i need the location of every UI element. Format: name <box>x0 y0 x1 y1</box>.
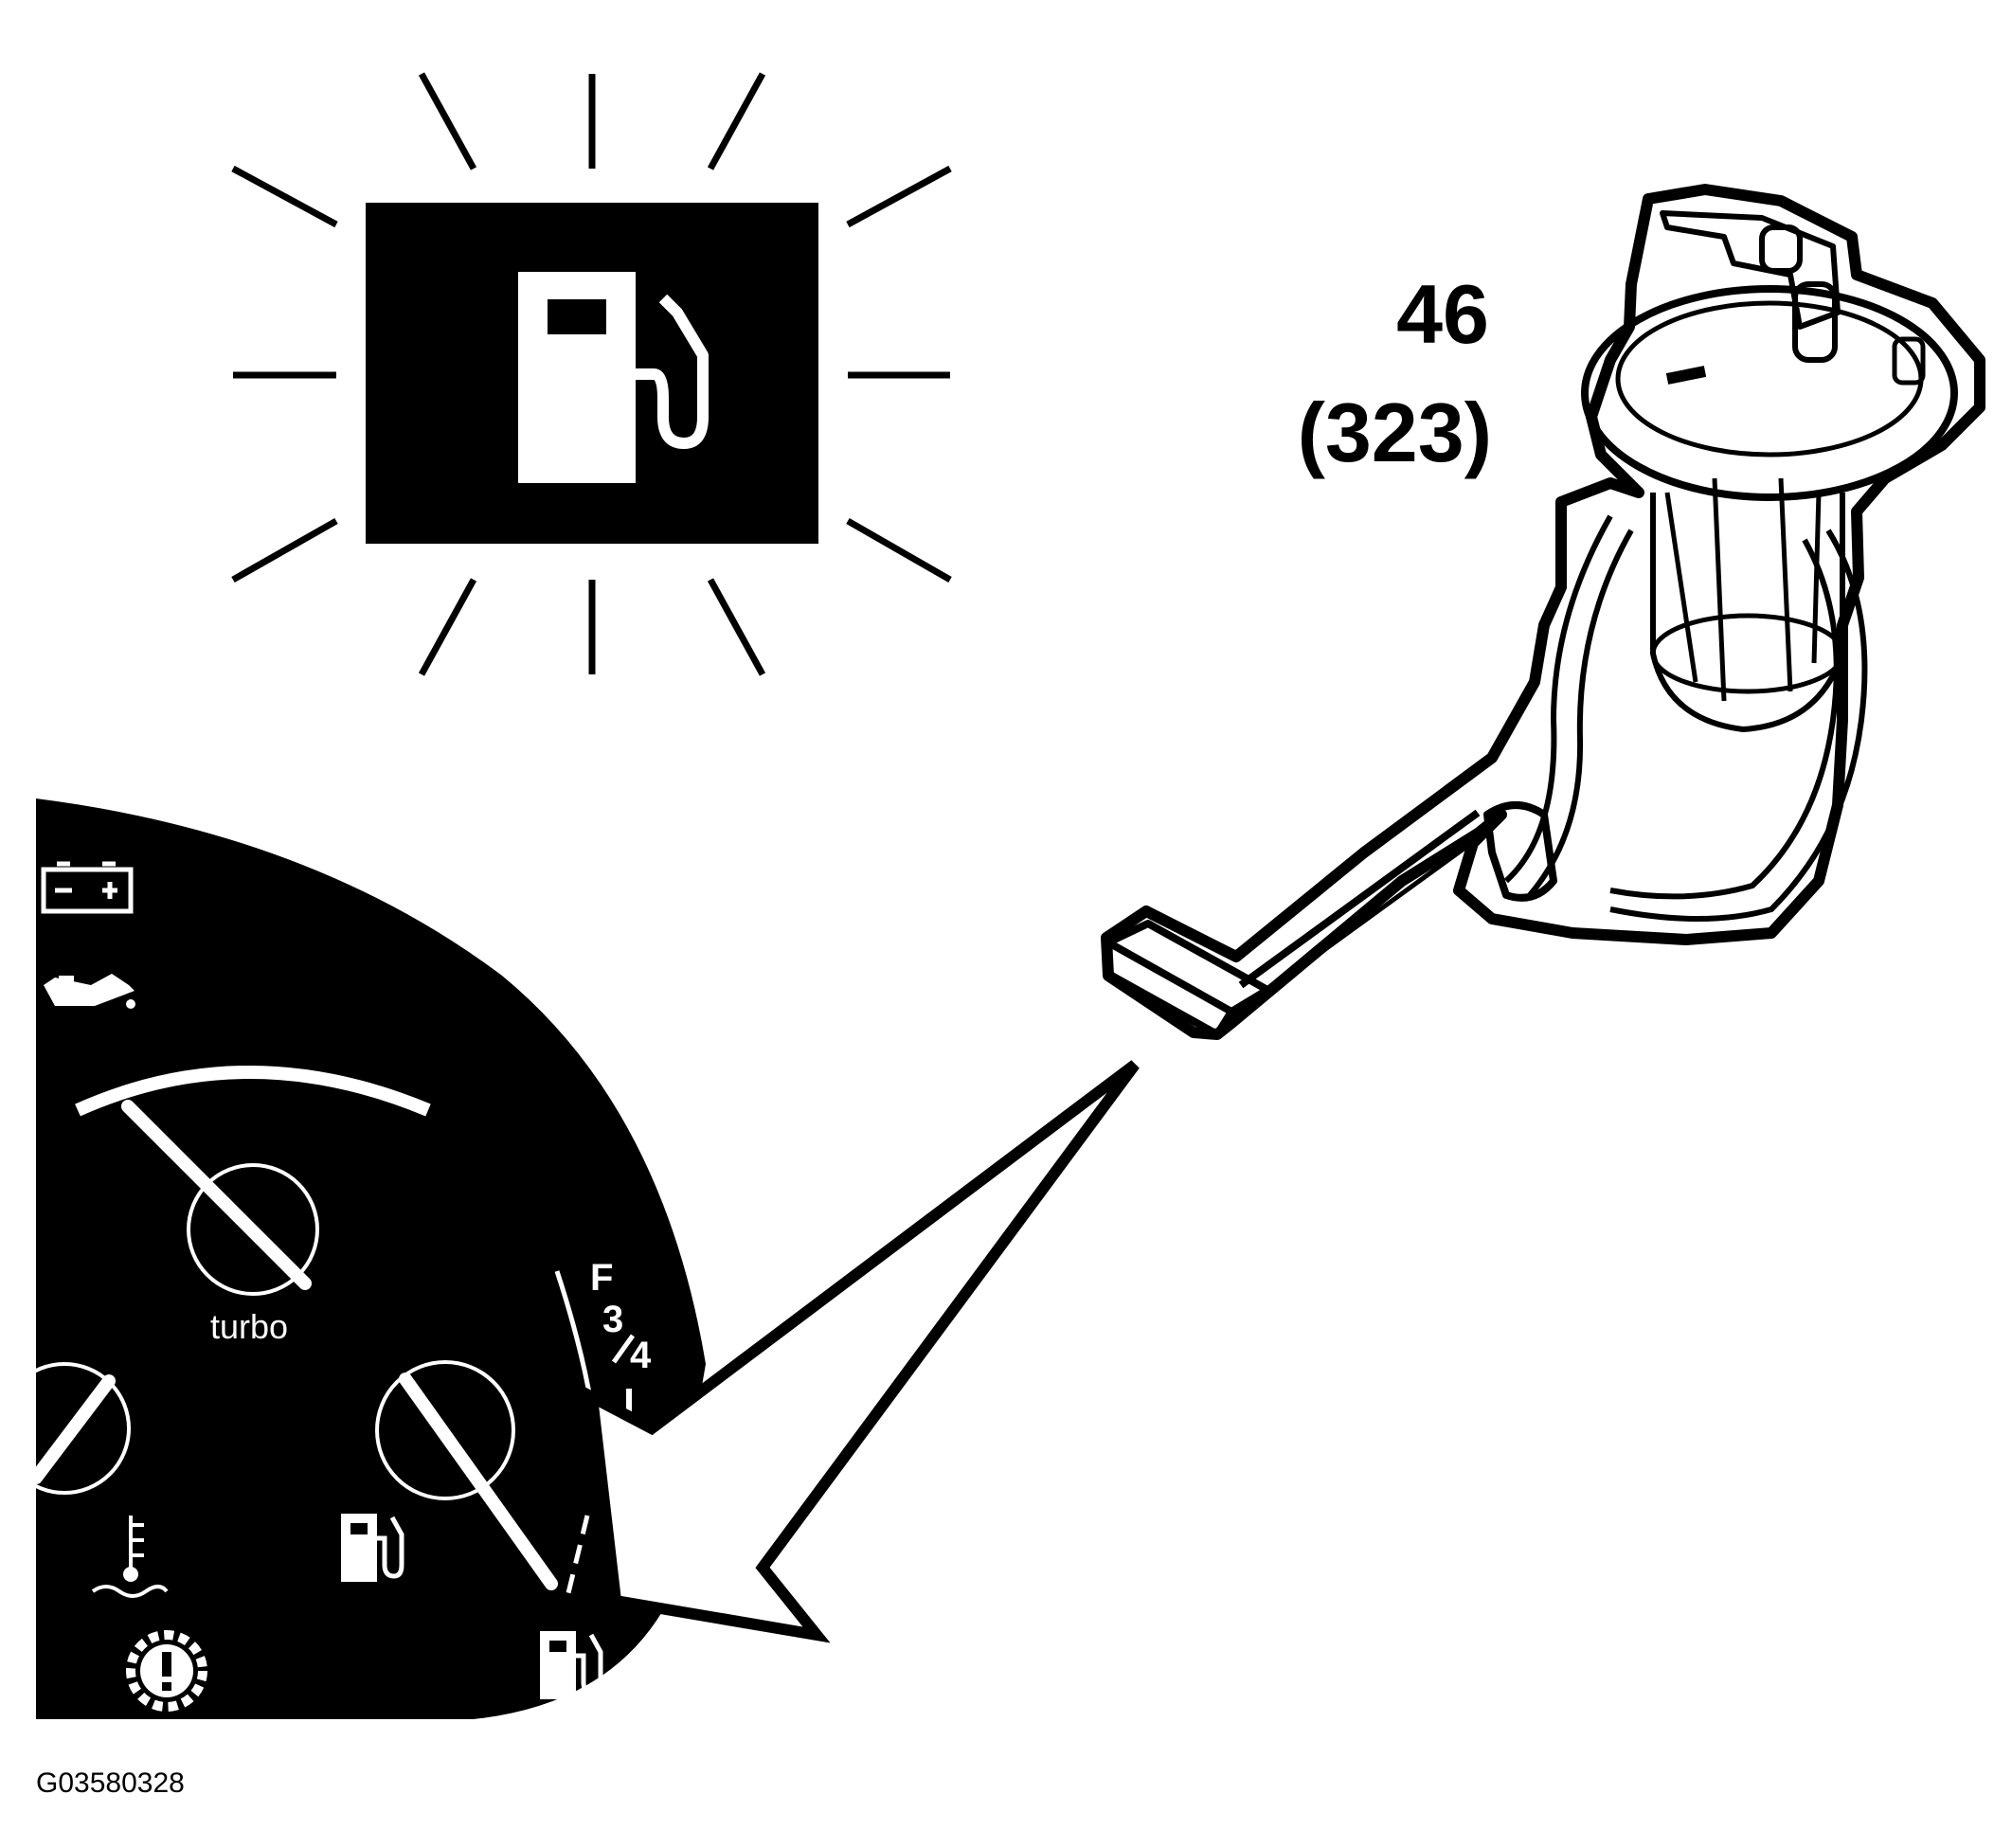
fuel-gauge-hub <box>375 1360 515 1500</box>
fuel-pump-icon <box>540 1631 603 1699</box>
oil-can-icon <box>44 974 135 1009</box>
instrument-cluster: turbo F 3 4 <box>0 798 706 1719</box>
turbo-gauge: turbo <box>75 1066 431 1346</box>
battery-icon <box>41 861 134 914</box>
fuel-gauge: F 3 4 <box>375 1257 652 1602</box>
reference-sub-number: (323) <box>1298 386 1492 479</box>
engine-warning-icon <box>126 1630 207 1712</box>
turbo-scale-arc <box>75 1066 431 1117</box>
light-rays <box>231 72 952 676</box>
turbo-label: turbo <box>210 1307 288 1346</box>
figure-id: G03580328 <box>36 1767 185 1799</box>
fuel-three-quarter-denominator: 4 <box>630 1335 652 1376</box>
fuel-three-quarter-numerator: 3 <box>602 1299 623 1340</box>
fuel-pump-sender-assembly <box>1101 184 1985 1040</box>
fuel-pump-icon <box>518 272 709 483</box>
reference-callout: 46 (323) <box>1298 267 1492 479</box>
temperature-gauge <box>0 1362 131 1495</box>
reference-number: 46 <box>1396 267 1489 361</box>
turbo-needle <box>121 1100 312 1290</box>
turbo-gauge-hub <box>187 1163 319 1296</box>
fuel-pump-icon <box>341 1514 404 1582</box>
cluster-face <box>36 798 706 1719</box>
fuel-needle <box>399 1373 558 1590</box>
coolant-temperature-icon <box>91 1516 169 1598</box>
fuel-warning-lamp <box>231 72 952 676</box>
callout-arrow <box>584 1060 1140 1643</box>
fuel-full-mark: F <box>590 1257 613 1299</box>
